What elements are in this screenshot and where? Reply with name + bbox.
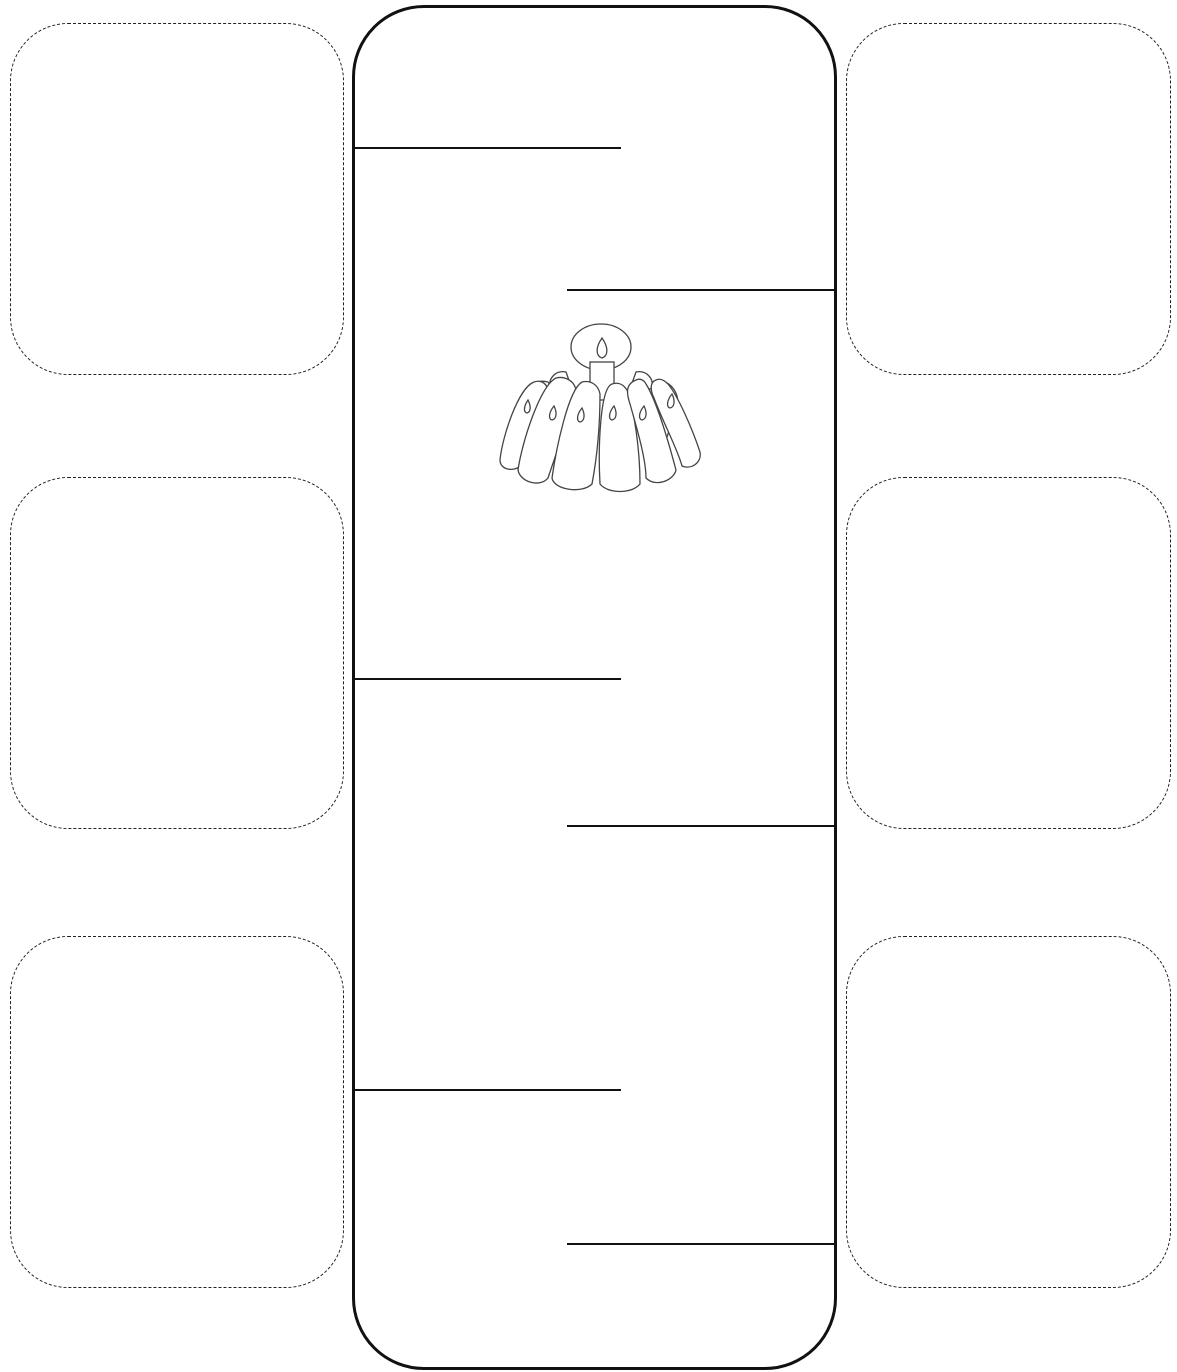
- connector-line-left-3: [354, 1089, 621, 1091]
- answer-box-left-1[interactable]: [10, 23, 344, 375]
- center-timeline-panel: [352, 5, 837, 1370]
- answer-box-left-2[interactable]: [10, 477, 344, 829]
- connector-line-left-2: [354, 678, 621, 680]
- connector-line-left-1: [354, 147, 621, 149]
- answer-box-left-3[interactable]: [10, 936, 344, 1288]
- connector-line-right-3: [567, 1243, 835, 1245]
- connector-line-right-2: [567, 825, 835, 827]
- answer-box-right-3[interactable]: [846, 936, 1171, 1288]
- candle-wreath-icon: [496, 320, 706, 495]
- answer-box-right-2[interactable]: [846, 477, 1171, 829]
- answer-box-right-1[interactable]: [846, 23, 1171, 375]
- connector-line-right-1: [567, 289, 835, 291]
